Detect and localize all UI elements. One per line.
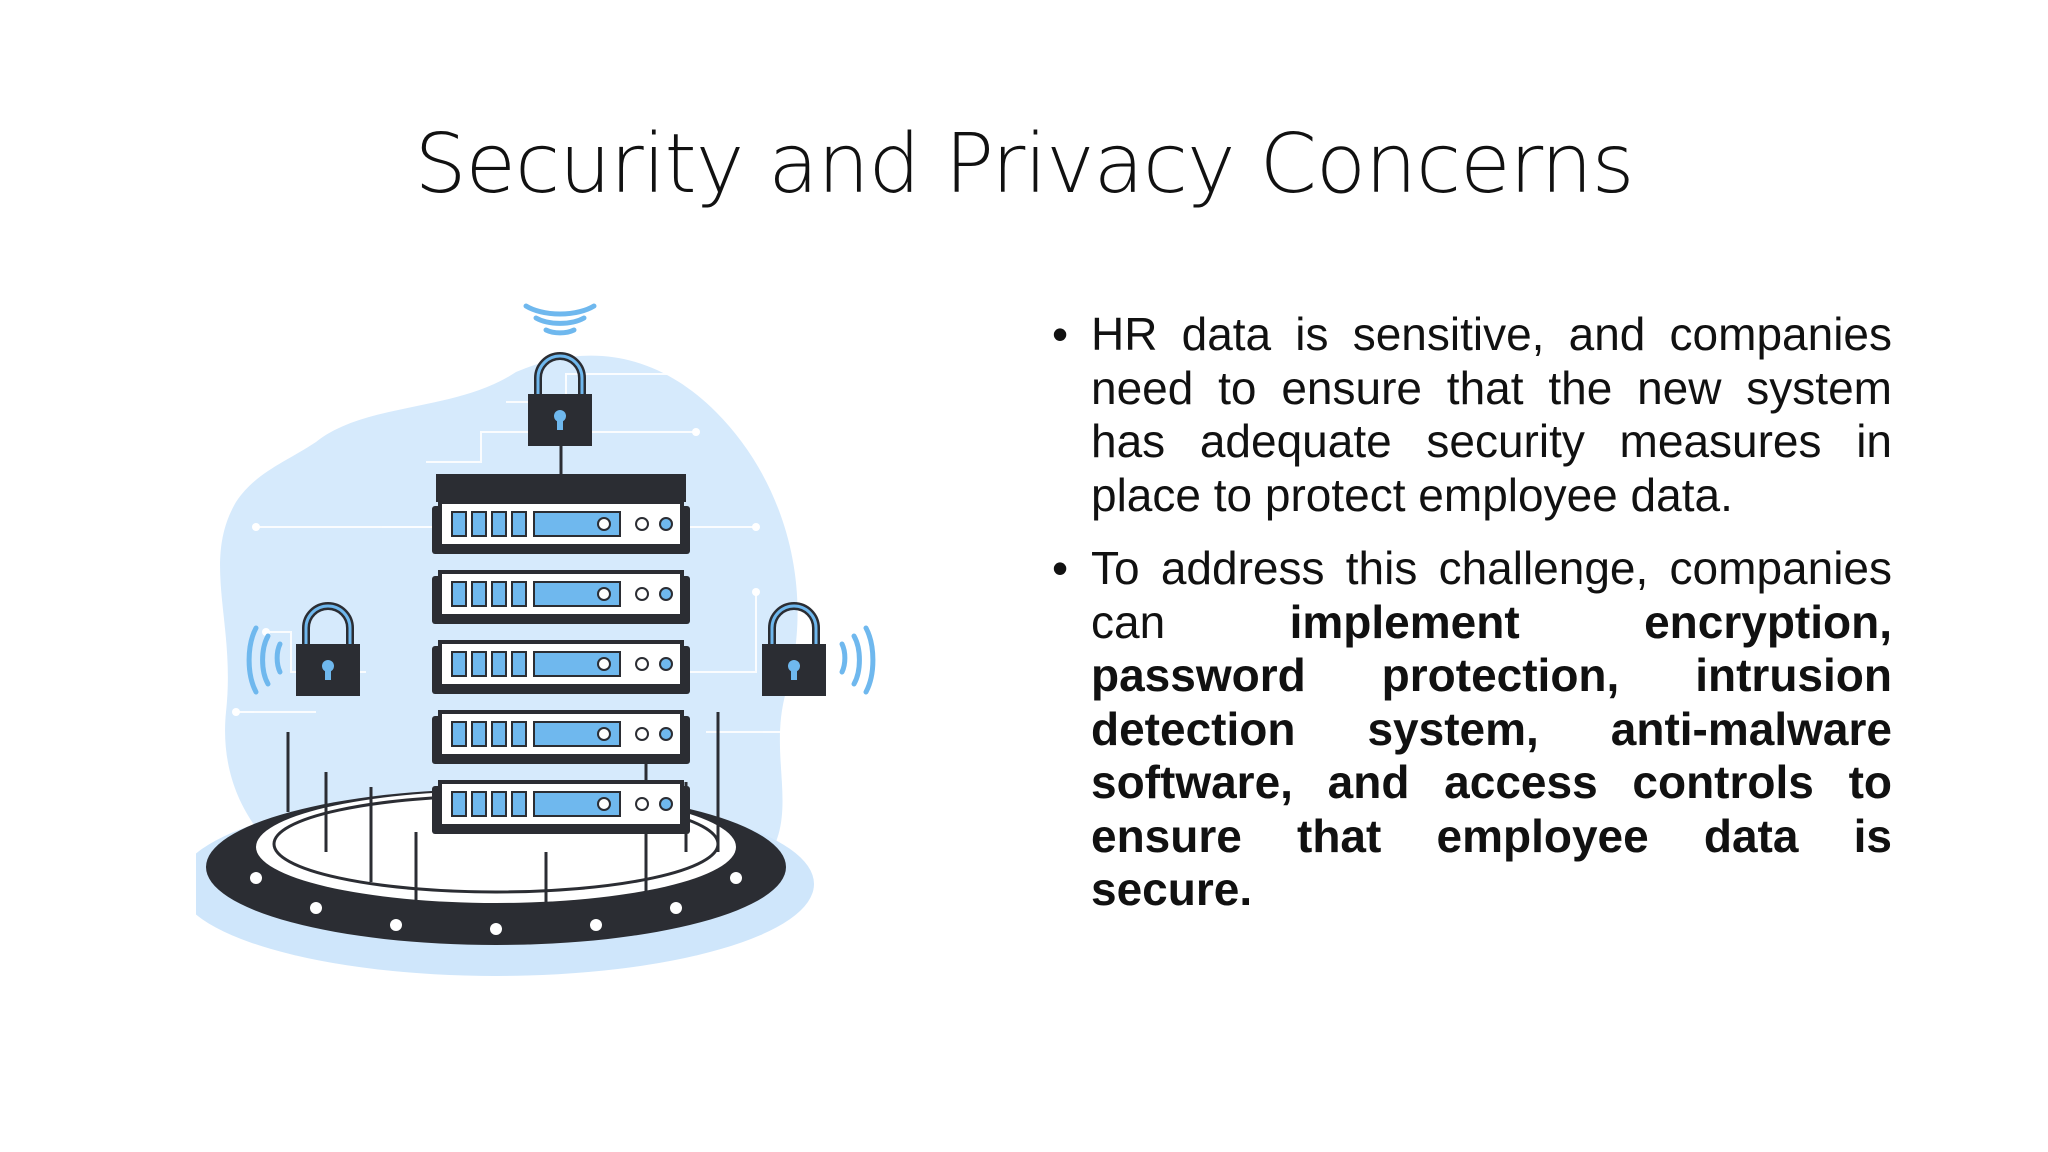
wifi-signal-icon [246, 625, 283, 695]
server-rack-icon [430, 442, 692, 836]
slide-title: Security and Privacy Concerns [414, 117, 1635, 212]
padlock-icon [296, 602, 360, 696]
bullet-text: To address this challenge, companies can [1091, 542, 1892, 648]
wifi-signal-icon [523, 303, 597, 336]
bullet-bold-text: implement encryption, password protectio… [1091, 595, 1893, 916]
server-security-illustration [196, 303, 876, 976]
padlock-icon [528, 352, 592, 446]
bullet-item: • To address this challenge, companies c… [1052, 542, 1892, 917]
bullet-item: • HR data is sensitive, and companies ne… [1052, 308, 1892, 522]
padlock-icon [762, 602, 826, 696]
wifi-signal-icon [839, 625, 876, 695]
bullet-list: • HR data is sensitive, and companies ne… [1052, 308, 1892, 937]
bullet-dot: • [1052, 542, 1069, 594]
bullet-dot: • [1052, 308, 1069, 360]
bullet-text: HR data is sensitive, and companies need… [1091, 308, 1892, 521]
